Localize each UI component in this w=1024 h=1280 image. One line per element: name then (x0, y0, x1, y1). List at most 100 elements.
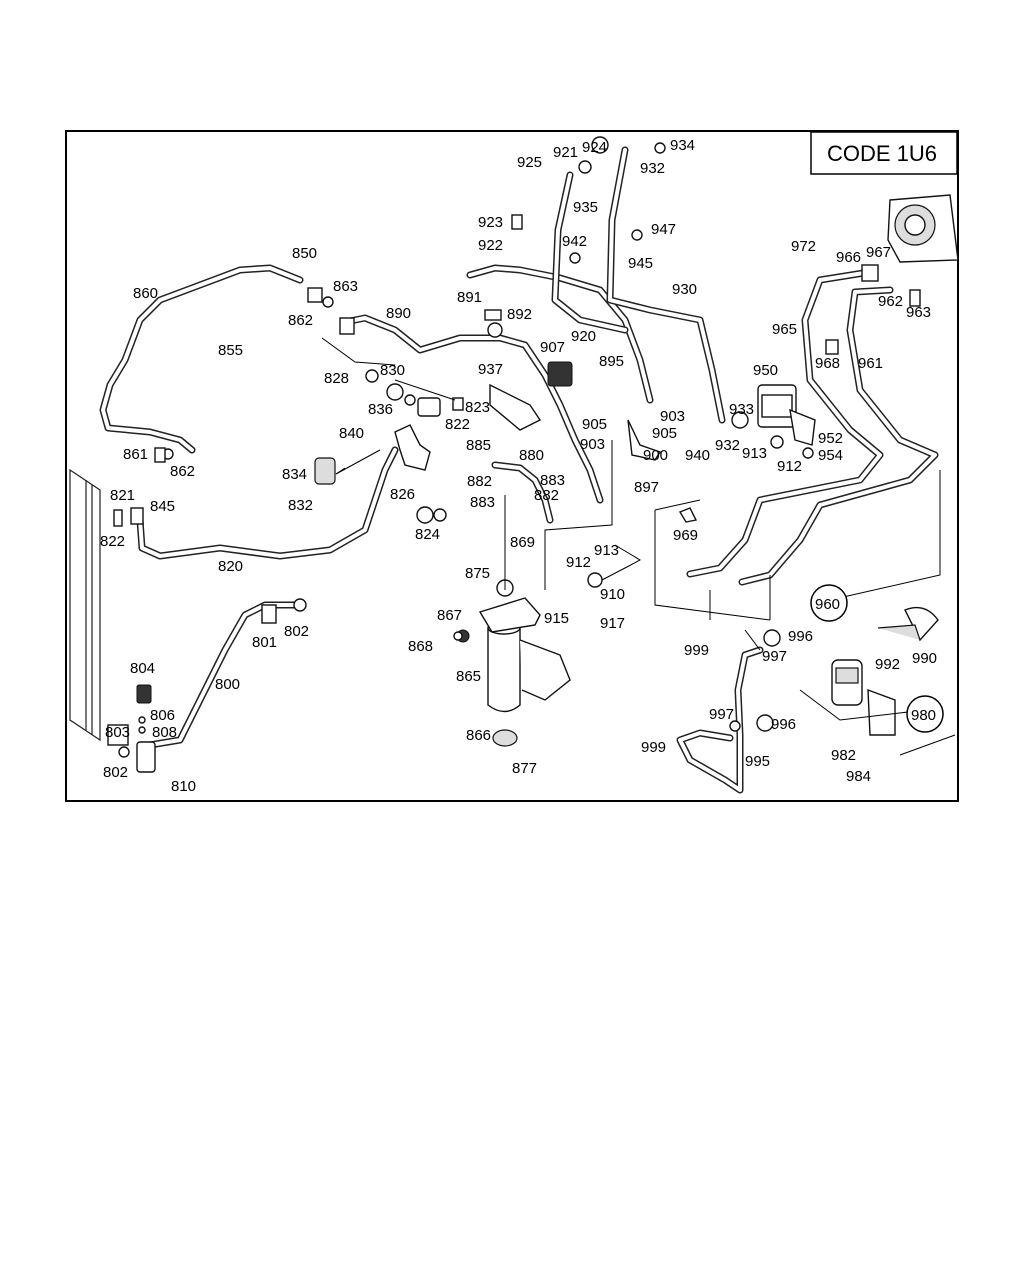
part-label: 996 (771, 716, 796, 733)
part-label: 903 (660, 408, 685, 425)
part-label: 900 (643, 447, 668, 464)
part-label: 840 (339, 425, 364, 442)
diagram-frame (65, 130, 959, 802)
part-label: 823 (465, 399, 490, 416)
part-label: 921 (553, 144, 578, 161)
part-label: 808 (152, 724, 177, 741)
leaders (321, 337, 956, 756)
part-label: 932 (715, 437, 740, 454)
part-label: 810 (171, 778, 196, 795)
part-label: 924 (582, 139, 607, 156)
part-label: 999 (641, 739, 666, 756)
part-label: 933 (729, 401, 754, 418)
part-label: 830 (380, 362, 405, 379)
callout-980: 980 (911, 707, 936, 724)
code-box (810, 131, 958, 175)
part-labels: 850 860 863 862 890 855 828 830 836 823 … (100, 137, 937, 795)
part-label: 940 (685, 447, 710, 464)
part-label: 915 (544, 610, 569, 627)
part-label: 922 (478, 237, 503, 254)
part-label: 806 (150, 707, 175, 724)
part-label: 990 (912, 650, 937, 667)
part-label: 882 (467, 473, 492, 490)
part-label: 905 (652, 425, 677, 442)
part-label: 947 (651, 221, 676, 238)
part-label: 850 (292, 245, 317, 262)
part-label: 877 (512, 760, 537, 777)
part-label: 869 (510, 534, 535, 551)
part-label: 932 (640, 160, 665, 177)
part-label: 954 (818, 447, 843, 464)
part-label: 866 (466, 727, 491, 744)
part-label: 885 (466, 437, 491, 454)
part-label: 802 (284, 623, 309, 640)
part-label: 804 (130, 660, 155, 677)
part-label: 880 (519, 447, 544, 464)
part-label: 834 (282, 466, 307, 483)
part-label: 937 (478, 361, 503, 378)
callout-960-circle (810, 584, 848, 622)
part-label: 863 (333, 278, 358, 295)
part-label: 961 (858, 355, 883, 372)
part-label: 802 (103, 764, 128, 781)
part-label: 821 (110, 487, 135, 504)
part-label: 867 (437, 607, 462, 624)
part-label: 826 (390, 486, 415, 503)
part-label: 966 (836, 249, 861, 266)
part-label: 892 (507, 306, 532, 323)
part-label: 907 (540, 339, 565, 356)
part-label: 963 (906, 304, 931, 321)
part-label: 972 (791, 238, 816, 255)
part-label: 822 (100, 533, 125, 550)
part-label: 820 (218, 558, 243, 575)
part-label: 967 (866, 244, 891, 261)
code-label: CODE 1U6 (827, 141, 937, 166)
part-label: 905 (582, 416, 607, 433)
part-label: 824 (415, 526, 440, 543)
part-label: 895 (599, 353, 624, 370)
circled-callouts: 960 980 (810, 584, 944, 733)
part-label: 882 (534, 487, 559, 504)
part-label: 883 (540, 472, 565, 489)
part-label: 832 (288, 497, 313, 514)
part-label: 945 (628, 255, 653, 272)
part-label: 997 (762, 648, 787, 665)
part-label: 836 (368, 401, 393, 418)
parts (69, 136, 959, 773)
part-label: 828 (324, 370, 349, 387)
part-label: 992 (875, 656, 900, 673)
part-label: 962 (878, 293, 903, 310)
part-label: 913 (742, 445, 767, 462)
part-label: 862 (170, 463, 195, 480)
part-label: 984 (846, 768, 871, 785)
part-label: 868 (408, 638, 433, 655)
part-label: 860 (133, 285, 158, 302)
part-label: 875 (465, 565, 490, 582)
part-label: 822 (445, 416, 470, 433)
part-label: 845 (150, 498, 175, 515)
part-label: 913 (594, 542, 619, 559)
part-label: 923 (478, 214, 503, 231)
part-label: 965 (772, 321, 797, 338)
part-label: 999 (684, 642, 709, 659)
part-label: 800 (215, 676, 240, 693)
part-label: 910 (600, 586, 625, 603)
part-label: 982 (831, 747, 856, 764)
part-label: 925 (517, 154, 542, 171)
part-label: 930 (672, 281, 697, 298)
part-label: 995 (745, 753, 770, 770)
part-label: 934 (670, 137, 695, 154)
part-label: 912 (777, 458, 802, 475)
part-label: 861 (123, 446, 148, 463)
part-label: 897 (634, 479, 659, 496)
part-label: 883 (470, 494, 495, 511)
part-label: 890 (386, 305, 411, 322)
part-label: 891 (457, 289, 482, 306)
part-label: 950 (753, 362, 778, 379)
part-label: 803 (105, 724, 130, 741)
part-label: 942 (562, 233, 587, 250)
part-label: 968 (815, 355, 840, 372)
callout-960: 960 (815, 596, 840, 613)
part-label: 969 (673, 527, 698, 544)
